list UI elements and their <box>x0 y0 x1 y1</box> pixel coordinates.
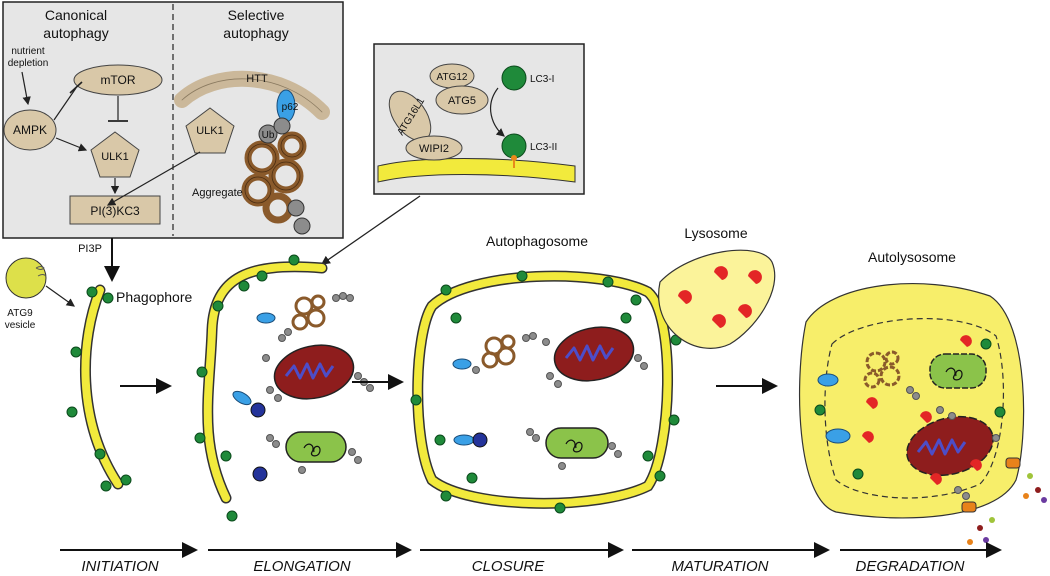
ub-icon <box>273 117 291 135</box>
nutrient-label-line1: nutrient <box>11 46 45 57</box>
canonical-title-line2: autophagy <box>43 25 108 41</box>
atg5-node <box>435 85 489 115</box>
pi3p-label: PI3P <box>78 243 102 255</box>
lc3-receptor-dot <box>250 402 266 418</box>
step-elongation: ELONGATION <box>253 558 350 575</box>
bacterium <box>285 431 347 463</box>
ulk1-selective-label: ULK1 <box>196 125 224 137</box>
ub-label: Ub <box>262 130 275 141</box>
selective-title-line1: Selective <box>228 7 285 23</box>
autophagosome <box>412 270 674 509</box>
bacterium <box>545 427 609 459</box>
atg5-label: ATG5 <box>448 95 476 107</box>
nutrient-label-line2: depletion <box>8 58 49 69</box>
step-degradation: DEGRADATION <box>856 558 965 575</box>
efflux-channel <box>961 457 1021 513</box>
phagophore-label: Phagophore <box>116 289 193 305</box>
lc3-receptor-dot <box>472 432 488 448</box>
mitochondrion <box>553 326 635 382</box>
step-closure: CLOSURE <box>472 558 546 575</box>
lysosome-label: Lysosome <box>684 225 748 241</box>
step-initiation: INITIATION <box>81 558 158 575</box>
lc3-1-label: LC3-I <box>530 74 554 85</box>
released-metabolites <box>967 473 1047 545</box>
autolysosome-label: Autolysosome <box>868 249 956 265</box>
elongating-membrane <box>202 261 328 504</box>
p62-receptor <box>256 312 276 324</box>
ub-icon <box>293 217 311 235</box>
ampk-node <box>3 109 57 151</box>
aggregate-cargo <box>481 334 516 369</box>
lc3-dots-closure <box>410 270 682 514</box>
wipi2-node <box>405 135 463 161</box>
atg9-vesicle <box>5 257 47 299</box>
atg9-label-line1: ATG9 <box>7 308 33 319</box>
step-maturation: MATURATION <box>672 558 769 575</box>
phagophore <box>80 284 124 490</box>
receptor-capsule <box>232 390 252 406</box>
lc3-2-label: LC3-II <box>530 142 557 153</box>
signalling-panel: Canonical autophagy nutrient depletion m… <box>2 1 344 239</box>
lysosomal-hydrolases <box>862 335 982 485</box>
wipi2-label: WIPI2 <box>419 143 449 155</box>
lipidation-panel: ATG12 ATG5 ATG16L1 WIPI2 LC3-I LC3-II <box>373 43 585 195</box>
receptor-degrading <box>825 428 851 444</box>
ampk-label: AMPK <box>13 123 47 137</box>
canonical-title-line1: Canonical <box>45 7 107 23</box>
ub-icon <box>287 199 305 217</box>
pi3kc3-label: PI(3)KC3 <box>90 204 140 218</box>
aggregate-degrading <box>863 350 901 389</box>
bacterium-degrading <box>929 353 987 389</box>
receptor-capsule <box>453 434 475 446</box>
htt-label: HTT <box>246 73 268 85</box>
lc3-1-node <box>501 65 527 91</box>
mitochondrion <box>273 344 355 400</box>
autophagosome-label: Autophagosome <box>486 233 588 249</box>
receptor-degrading <box>817 373 839 387</box>
ulk1-node <box>90 131 140 178</box>
selective-title-line2: autophagy <box>223 25 288 41</box>
lc3-dots-degradation <box>814 338 1006 480</box>
lc3-receptor-dot <box>252 466 268 482</box>
p62-receptor <box>452 358 472 370</box>
p62-label: p62 <box>282 102 299 113</box>
atg12-label: ATG12 <box>437 72 468 83</box>
aggregate-cargo <box>291 294 326 331</box>
ulk1-label: ULK1 <box>101 151 129 163</box>
ub-icon <box>258 124 278 144</box>
mtor-label: mTOR <box>100 73 135 87</box>
lysosome <box>658 249 776 349</box>
autolysosome <box>798 283 1025 519</box>
ulk1-selective-node <box>185 107 235 154</box>
ubiquitin-chain <box>278 292 354 342</box>
lc3-dots-initiation <box>66 286 132 492</box>
stage-timeline: INITIATION ELONGATION CLOSURE MATURATION… <box>60 542 1002 575</box>
atg9-label-line2: vesicle <box>5 320 36 331</box>
mitochondrion-degrading <box>906 415 994 477</box>
lc3-dots-elongation <box>194 254 300 522</box>
lc3-2-node <box>501 133 527 159</box>
mtor-node <box>73 64 163 96</box>
aggregate-label: Aggregate <box>192 187 243 199</box>
